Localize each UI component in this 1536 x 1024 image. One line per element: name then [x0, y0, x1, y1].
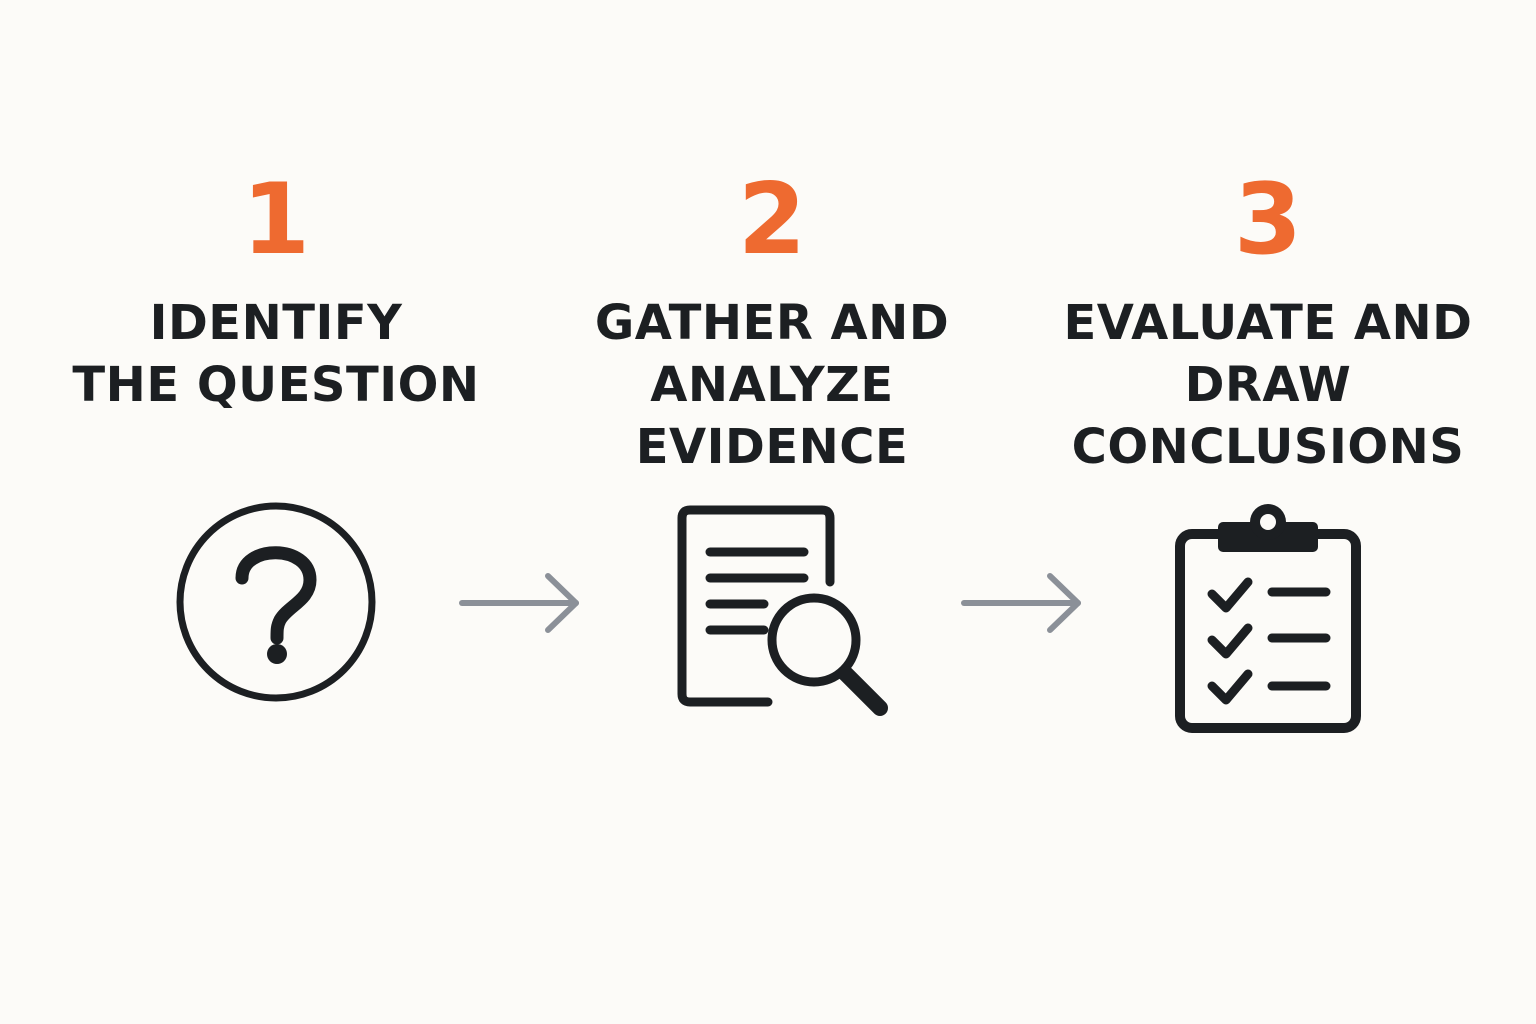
step-label-line: GATHER AND [594, 295, 950, 351]
document-magnifier-icon [677, 505, 888, 716]
step-number: 1 [241, 163, 311, 277]
step-label-line: ANALYZE [650, 357, 894, 413]
step-number: 2 [737, 163, 807, 277]
step-label: EVALUATE AND DRAW CONCLUSIONS [1028, 292, 1508, 478]
step-label-line: THE QUESTION [72, 357, 480, 413]
arrow-right-icon [459, 573, 579, 633]
step-label-line: EVALUATE AND [1063, 295, 1473, 351]
arrow-right-icon [961, 573, 1081, 633]
step-label: IDENTIFY THE QUESTION [36, 292, 516, 416]
step-label-line: DRAW [1184, 357, 1352, 413]
step-identify-question: 1 IDENTIFY THE QUESTION [36, 168, 516, 416]
clipboard-checklist-icon [1175, 504, 1361, 733]
step-label-line: EVIDENCE [635, 419, 909, 475]
step-number: 3 [1233, 163, 1303, 277]
step-gather-analyze-evidence: 2 GATHER AND ANALYZE EVIDENCE [532, 168, 1012, 478]
question-mark-circle-icon [176, 502, 376, 702]
step-label-line: IDENTIFY [149, 295, 403, 351]
step-label: GATHER AND ANALYZE EVIDENCE [532, 292, 1012, 478]
step-label-line: CONCLUSIONS [1071, 419, 1465, 475]
step-evaluate-draw-conclusions: 3 EVALUATE AND DRAW CONCLUSIONS [1028, 168, 1508, 478]
